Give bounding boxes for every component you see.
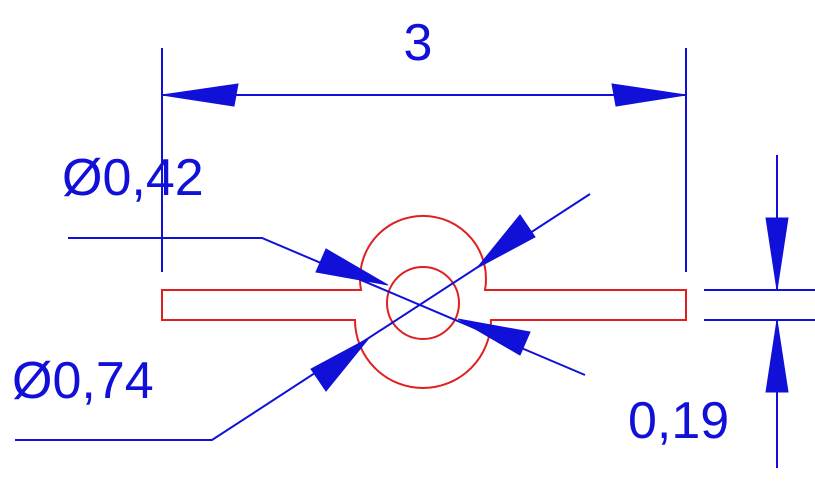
inner-diameter-arrow-upper [315,248,389,286]
outer-diameter-arrow-lower [310,337,370,392]
outer-diameter-leader [15,193,591,441]
length-arrow-left [161,83,239,107]
inner-hole [386,266,460,340]
strip-with-loop-outline [161,214,687,389]
outer-diameter-dimension: Ø0,74 [12,193,591,441]
length-arrow-right [611,83,687,107]
outer-diameter-arrow-upper [476,214,536,269]
thickness-label: 0,19 [628,392,729,450]
inner-diameter-label: Ø0,42 [62,149,204,207]
inner-diameter-dimension: Ø0,42 [62,149,586,376]
outer-diameter-label: Ø0,74 [12,352,154,410]
thickness-dimension: 0,19 [628,155,815,468]
thickness-arrow-top [765,217,789,291]
length-label: 3 [404,14,433,72]
length-dimension: 3 [161,14,687,272]
thickness-arrow-bottom [765,319,789,393]
inner-diameter-arrow-lower [457,318,531,356]
part-outline [161,214,687,389]
